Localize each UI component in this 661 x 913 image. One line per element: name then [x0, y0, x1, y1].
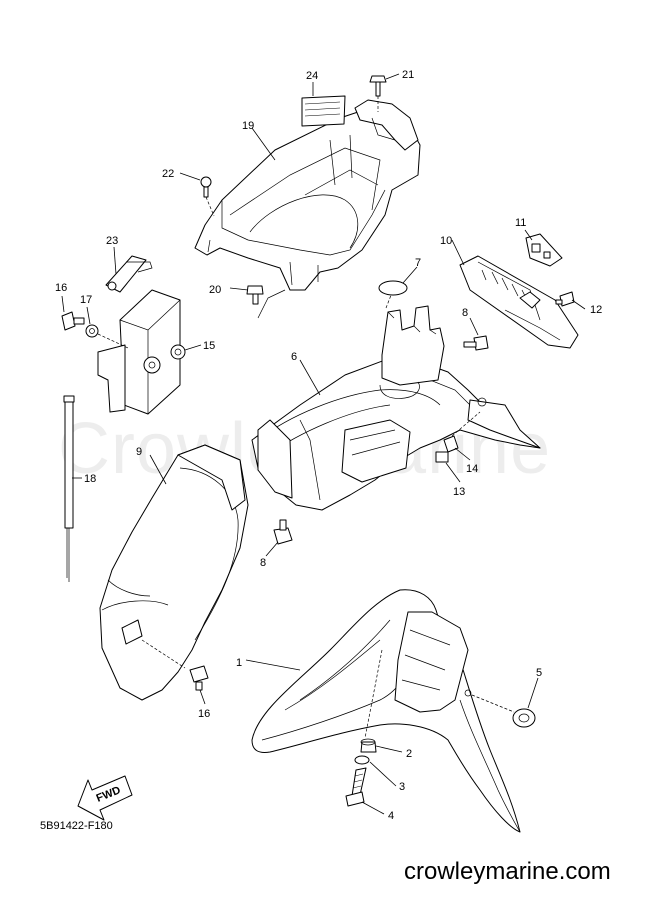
callout-2: 2 [406, 748, 412, 760]
part-5-grommet [512, 708, 536, 728]
part-3-washer [354, 755, 370, 765]
fwd-arrow-icon: FWD [77, 775, 133, 821]
callout-22: 22 [162, 168, 174, 180]
callout-8-upper: 8 [462, 307, 468, 319]
part-19-storage-tray [194, 99, 421, 291]
callout-10: 10 [440, 235, 452, 247]
part-13-nut [435, 451, 449, 463]
part-4-bolt [345, 767, 367, 807]
callout-18: 18 [84, 473, 96, 485]
part-16-bolt-upper [61, 311, 85, 331]
part-22-screw [200, 176, 215, 217]
part-16-bolt-lower [189, 665, 209, 691]
callout-23: 23 [106, 235, 118, 247]
part-10-bracket [459, 255, 579, 349]
part-21-bolt [369, 75, 387, 112]
callout-4: 4 [388, 810, 394, 822]
callout-17: 17 [80, 294, 92, 306]
part-7-cap [378, 280, 408, 296]
callout-9: 9 [136, 446, 142, 458]
callout-3: 3 [399, 781, 405, 793]
part-8-bolt-upper [463, 335, 489, 351]
callout-19: 19 [242, 120, 254, 132]
leader-lines [61, 73, 586, 815]
callout-20: 20 [209, 284, 221, 296]
part-2-collar [360, 738, 377, 753]
part-11-bracket [525, 233, 563, 267]
part-1-front-fender [251, 589, 521, 833]
callout-6: 6 [291, 351, 297, 363]
callout-5: 5 [536, 667, 542, 679]
callout-24: 24 [306, 70, 318, 82]
part-9-fender-flap [99, 444, 249, 701]
part-18-rod [63, 395, 75, 582]
part-17-grommet [85, 324, 129, 349]
part-14-collar [443, 411, 481, 453]
part-6-rear-fender [251, 284, 541, 511]
callout-13: 13 [453, 486, 465, 498]
part-23-strap [105, 255, 153, 293]
callout-numbers: 1 2 3 4 5 6 7 8 8 9 10 11 12 13 14 15 16… [55, 69, 602, 822]
callout-21: 21 [402, 69, 414, 81]
callout-7: 7 [415, 257, 421, 269]
callout-8-lower: 8 [260, 557, 266, 569]
site-url-link[interactable]: crowleymarine.com [404, 858, 611, 885]
callout-1: 1 [236, 657, 242, 669]
part-24-label [301, 95, 346, 127]
drawing-code: 5B91422-F180 [40, 820, 113, 832]
callout-16-upper: 16 [55, 282, 67, 294]
part-15-control-unit [97, 289, 186, 415]
part-12-screw [555, 291, 575, 307]
callout-14: 14 [466, 463, 478, 475]
callout-12: 12 [590, 304, 602, 316]
callout-11: 11 [515, 217, 526, 229]
part-8-bolt-lower [273, 519, 293, 545]
part-20-bolt [246, 285, 286, 319]
callout-16-lower: 16 [198, 708, 210, 720]
callout-15: 15 [203, 340, 215, 352]
